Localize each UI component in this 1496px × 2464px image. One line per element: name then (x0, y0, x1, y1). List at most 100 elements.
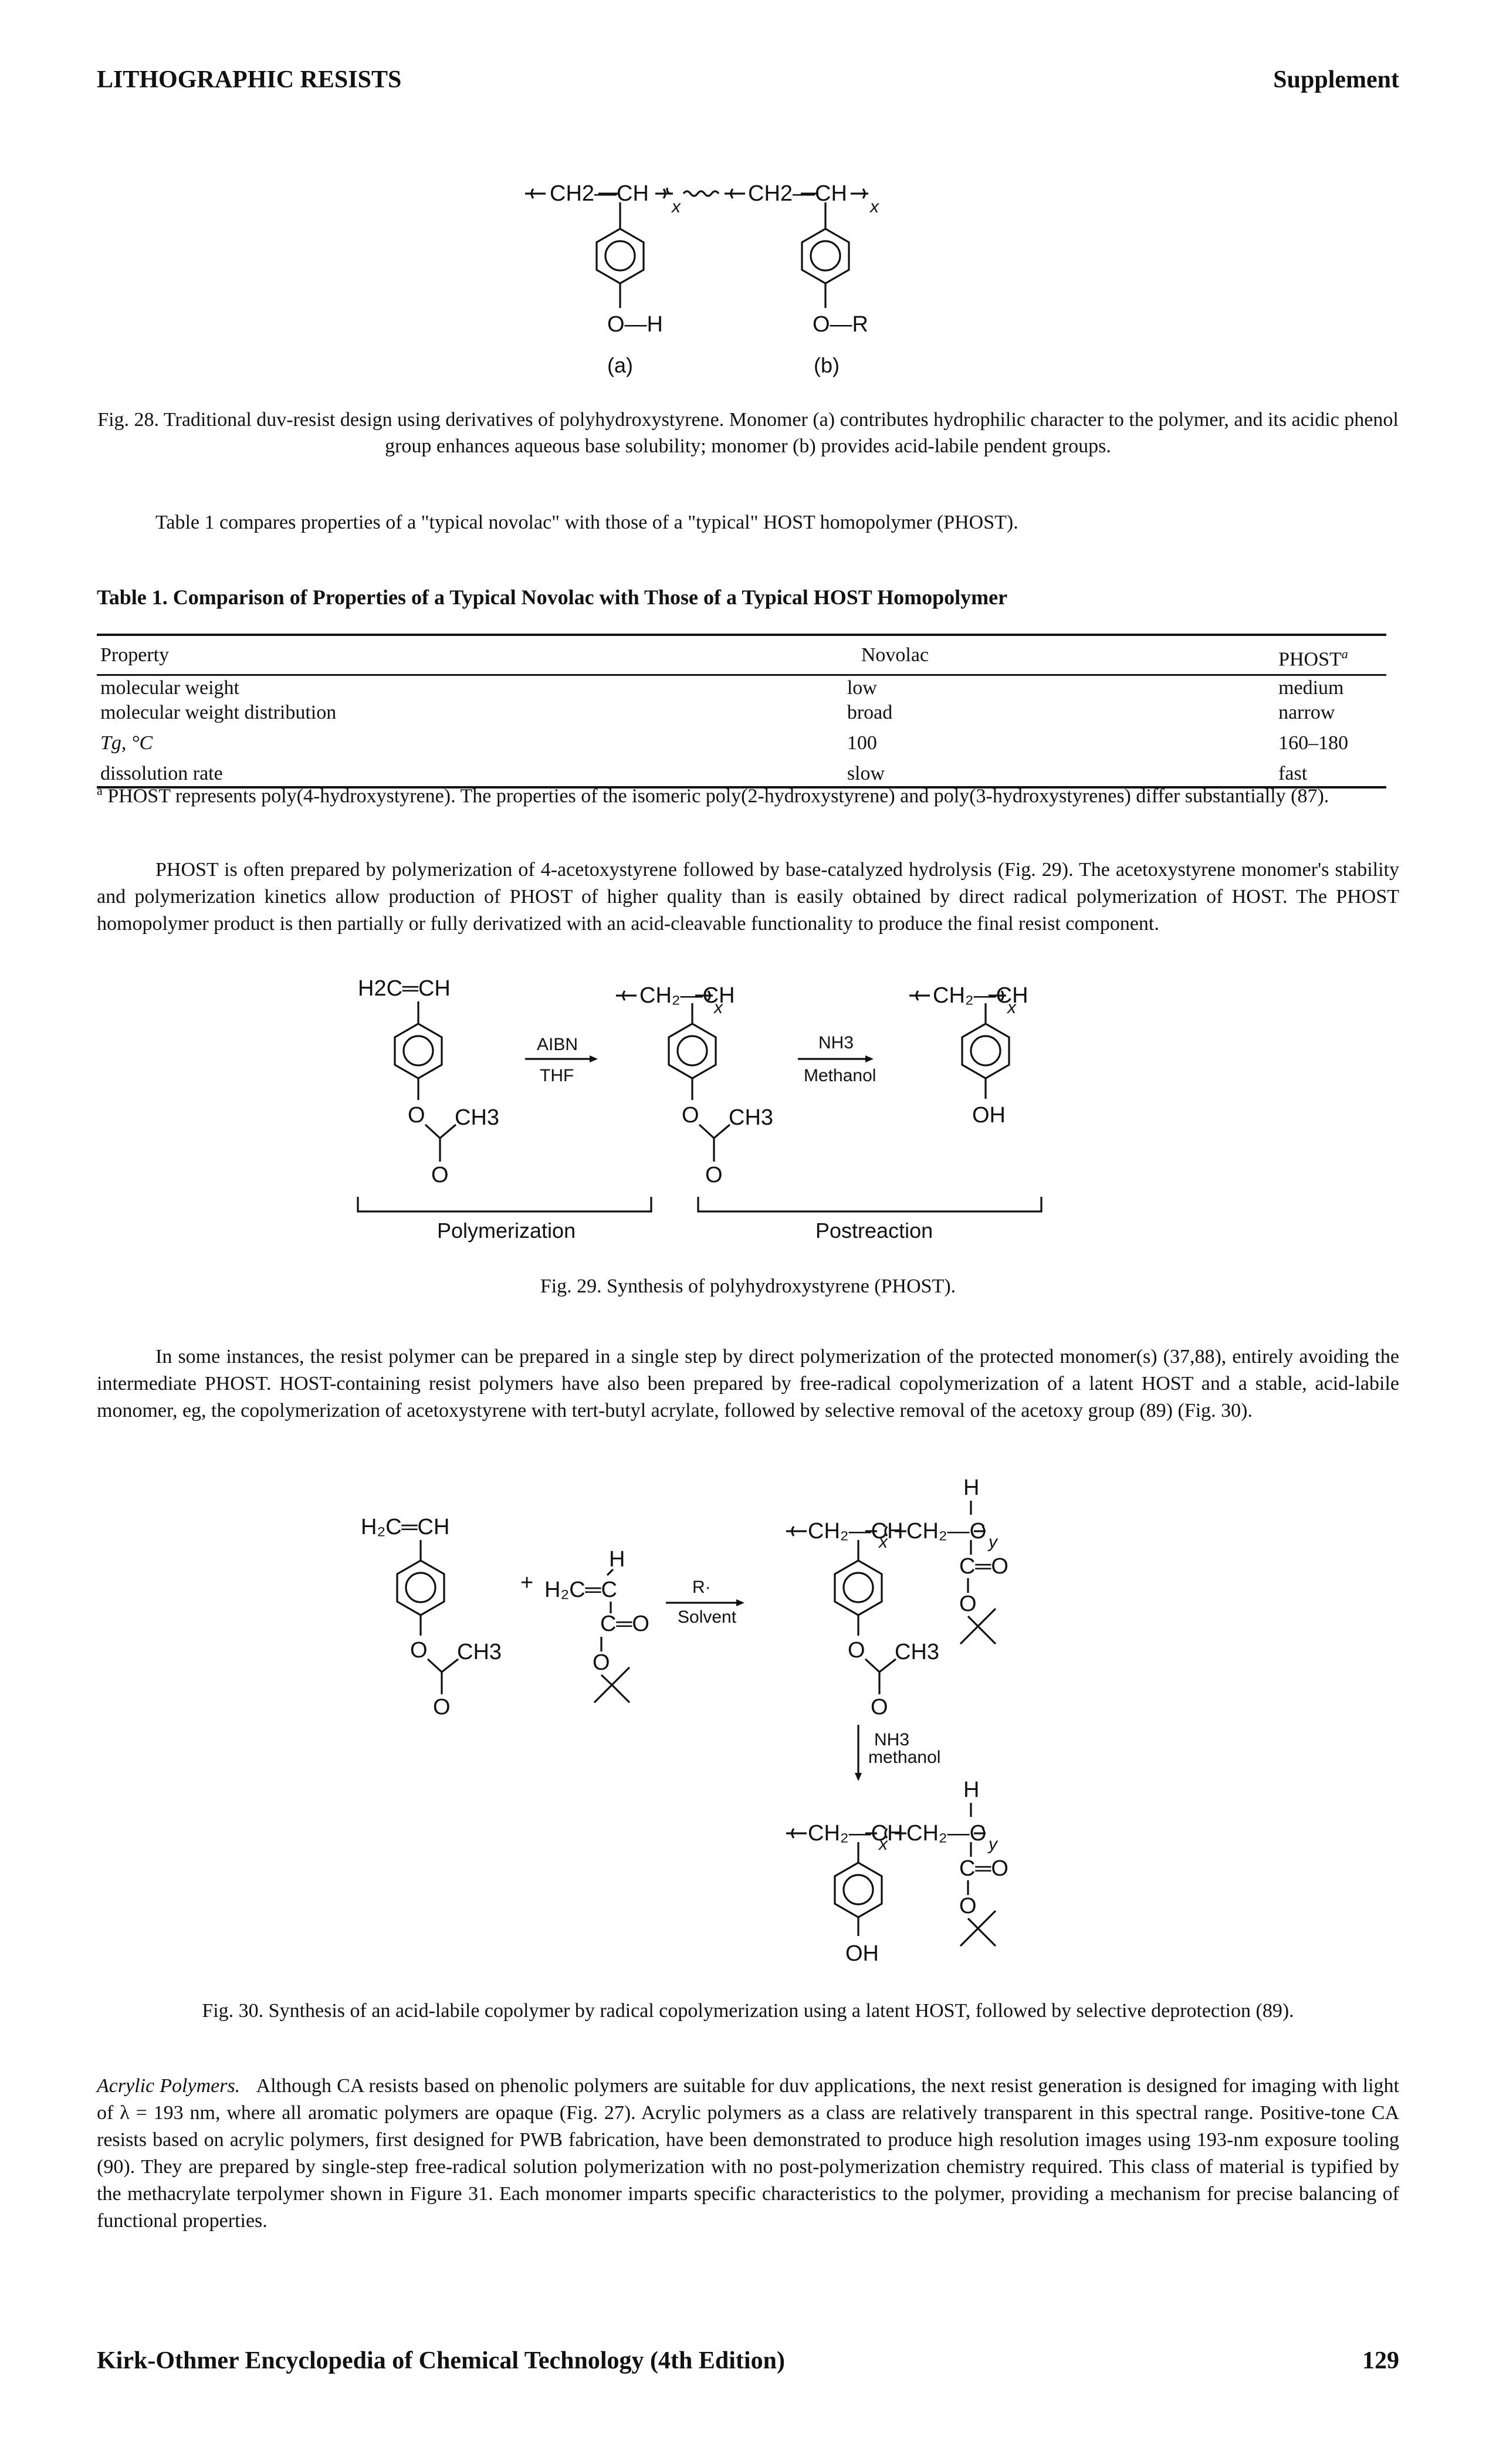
fig30-oxygen: O (410, 1638, 428, 1663)
fig28-caption: Fig. 28. Traditional duv-resist design u… (97, 409, 1399, 457)
cell-property: molecular weight distribution (100, 702, 337, 724)
fig28-subscript-x: x (671, 197, 681, 216)
fig29-reagent-aibn: AIBN (537, 1035, 578, 1054)
table-row: Tg, °C 100 160–180 (97, 725, 1386, 761)
benzene-ring (394, 1023, 443, 1079)
intro-paragraph: Table 1 compares properties of a "typica… (155, 512, 1018, 533)
fig30-product-subscript-x: x (878, 1835, 888, 1854)
header-phost-note: a (1341, 647, 1348, 661)
fig29-carbonyl-o-2: O (705, 1163, 723, 1187)
fig30-acrylate-co: C═O (600, 1612, 649, 1636)
fig28-label-b: (b) (814, 353, 840, 377)
fig30-acrylate-vinyl: H₂C═C (544, 1578, 617, 1602)
fig29-phost-repeat: CH₂—CH (933, 983, 1028, 1008)
fig29-reagent-thf: THF (540, 1066, 574, 1085)
copolymer-paragraph: In some instances, the resist polymer ca… (97, 1346, 1399, 1421)
benzene-ring (668, 1023, 717, 1079)
cell-novolac: low (847, 677, 877, 699)
acrylic-body: Although CA resists based on phenolic po… (97, 2075, 1400, 2232)
fig30-product-o: O (959, 1894, 977, 1918)
fig29-oxygen-2: O (682, 1103, 699, 1128)
fig30-acrylate-h: H (609, 1547, 625, 1572)
fig28-label-a: (a) (607, 353, 633, 377)
header-phost: PHOSTa (1275, 634, 1386, 676)
benzene-ring (961, 1023, 1010, 1079)
fig29-subscript-x: x (713, 998, 723, 1017)
fig29-carbonyl-o: O (431, 1163, 449, 1187)
fig29-reagent-nh3: NH3 (818, 1033, 854, 1052)
header-phost-label: PHOST (1278, 648, 1342, 671)
fig30-oxygen-2: O (848, 1638, 865, 1663)
page-header: LITHOGRAPHIC RESISTS Supplement (97, 66, 1399, 99)
fig29-monomer-vinyl: H2C═CH (358, 976, 451, 1001)
benzene-ring-b (801, 228, 850, 285)
fig30-caption: Fig. 30. Synthesis of an acid-labile cop… (202, 2000, 1294, 2022)
fig30-product-unit2: CH₂—C (906, 1821, 986, 1846)
benzene-ring-a (595, 228, 645, 285)
acrylic-lead: Acrylic Polymers. (97, 2075, 241, 2097)
fig30-carbonyl-o: O (433, 1695, 451, 1720)
fig30-plus: + (520, 1571, 533, 1595)
cell-phost: 160–180 (1278, 732, 1349, 754)
table-row: molecular weight distribution broad narr… (97, 700, 1386, 725)
table1-title: Table 1. Comparison of Properties of a T… (97, 585, 1008, 609)
fig30-reagent-methanol: methanol (868, 1748, 940, 1767)
fig29-scheme: H2C═CH O CH3 O AIBN THF CH₂—CH x O CH3 O… (357, 976, 1043, 1243)
cell-property: dissolution rate (97, 761, 844, 789)
fig30-carbonyl-o-2: O (871, 1695, 888, 1720)
footnote-mark: a (97, 783, 103, 798)
fig30-methyl: CH3 (457, 1640, 502, 1664)
header-novolac: Novolac (843, 634, 1275, 676)
benzene-ring (834, 1559, 883, 1616)
fig30-product-co: C═O (959, 1856, 1008, 1881)
fig29-caption: Fig. 29. Synthesis of polyhydroxystyrene… (540, 1275, 956, 1297)
figure-30: H₂C═CH O CH3 O + H₂C═C H C═O O R· Solven… (0, 1473, 1496, 1983)
fig28-substituent-a: O—H (607, 312, 663, 337)
fig30-scheme: H₂C═CH O CH3 O + H₂C═C H C═O O R· Solven… (361, 1475, 1008, 1966)
fig28-substituent-b: O—R (813, 312, 868, 337)
benzene-ring (834, 1861, 883, 1918)
figure-29: H2C═CH O CH3 O AIBN THF CH₂—CH x O CH3 O… (0, 971, 1496, 1247)
cell-property: Tg, °C (100, 732, 153, 754)
fig28-subscript-x-2: x (869, 197, 879, 216)
footnote-text: PHOST represents poly(4-hydroxystyrene).… (107, 785, 1329, 807)
publication-title: Kirk-Othmer Encyclopedia of Chemical Tec… (97, 2347, 785, 2374)
cell-novolac: slow (843, 761, 1275, 789)
tert-butyl-group (959, 1910, 997, 1947)
acrylic-paragraph: Acrylic Polymers. Although CA resists ba… (97, 2073, 1399, 2235)
fig29-polymer-repeat: CH₂—CH (639, 983, 735, 1008)
fig28-left-repeat: CH2—CH (550, 181, 649, 206)
table-header-row: Property Novolac PHOSTa (97, 634, 1386, 676)
table1-footnote: a PHOST represents poly(4-hydroxystyrene… (97, 783, 1399, 807)
page-footer: Kirk-Othmer Encyclopedia of Chemical Tec… (97, 2347, 1399, 2375)
fig29-label-postreaction: Postreaction (815, 1219, 933, 1243)
fig30-reagent-nh3: NH3 (874, 1730, 909, 1749)
bracket-polymerization (357, 1197, 652, 1213)
table-row: molecular weight low medium (97, 675, 1386, 701)
benzene-ring (396, 1559, 445, 1616)
table-1: Property Novolac PHOSTa molecular weight… (97, 634, 1386, 789)
table-row: dissolution rate slow fast (97, 761, 1386, 789)
cell-property: molecular weight (100, 677, 239, 699)
cell-phost: medium (1278, 677, 1344, 699)
fig29-methyl-2: CH3 (729, 1105, 773, 1130)
fig29-label-polymerization: Polymerization (437, 1219, 576, 1243)
cell-phost: narrow (1278, 702, 1335, 724)
running-title: LITHOGRAPHIC RESISTS (97, 66, 402, 93)
fig30-copolymer-co: C═O (959, 1554, 1008, 1579)
tert-butyl-group (959, 1607, 997, 1645)
page-number: 129 (1362, 2347, 1399, 2374)
cell-novolac: 100 (847, 732, 877, 754)
fig30-monomer-vinyl: H₂C═CH (361, 1515, 449, 1539)
section-label: Supplement (1273, 66, 1399, 93)
header-property: Property (97, 634, 844, 676)
fig29-hydroxyl: OH (972, 1103, 1006, 1128)
fig29-reagent-methanol: Methanol (804, 1066, 876, 1085)
fig30-product-unit1: CH₂—CH (808, 1821, 903, 1846)
fig29-methyl: CH3 (455, 1105, 499, 1130)
fig30-subscript-y: y (987, 1532, 999, 1552)
fig30-reagent-radical: R· (692, 1578, 711, 1597)
fig29-oxygen: O (408, 1103, 425, 1128)
fig30-methyl-2: CH3 (895, 1640, 939, 1664)
fig29-subscript-x-2: x (1006, 998, 1017, 1017)
